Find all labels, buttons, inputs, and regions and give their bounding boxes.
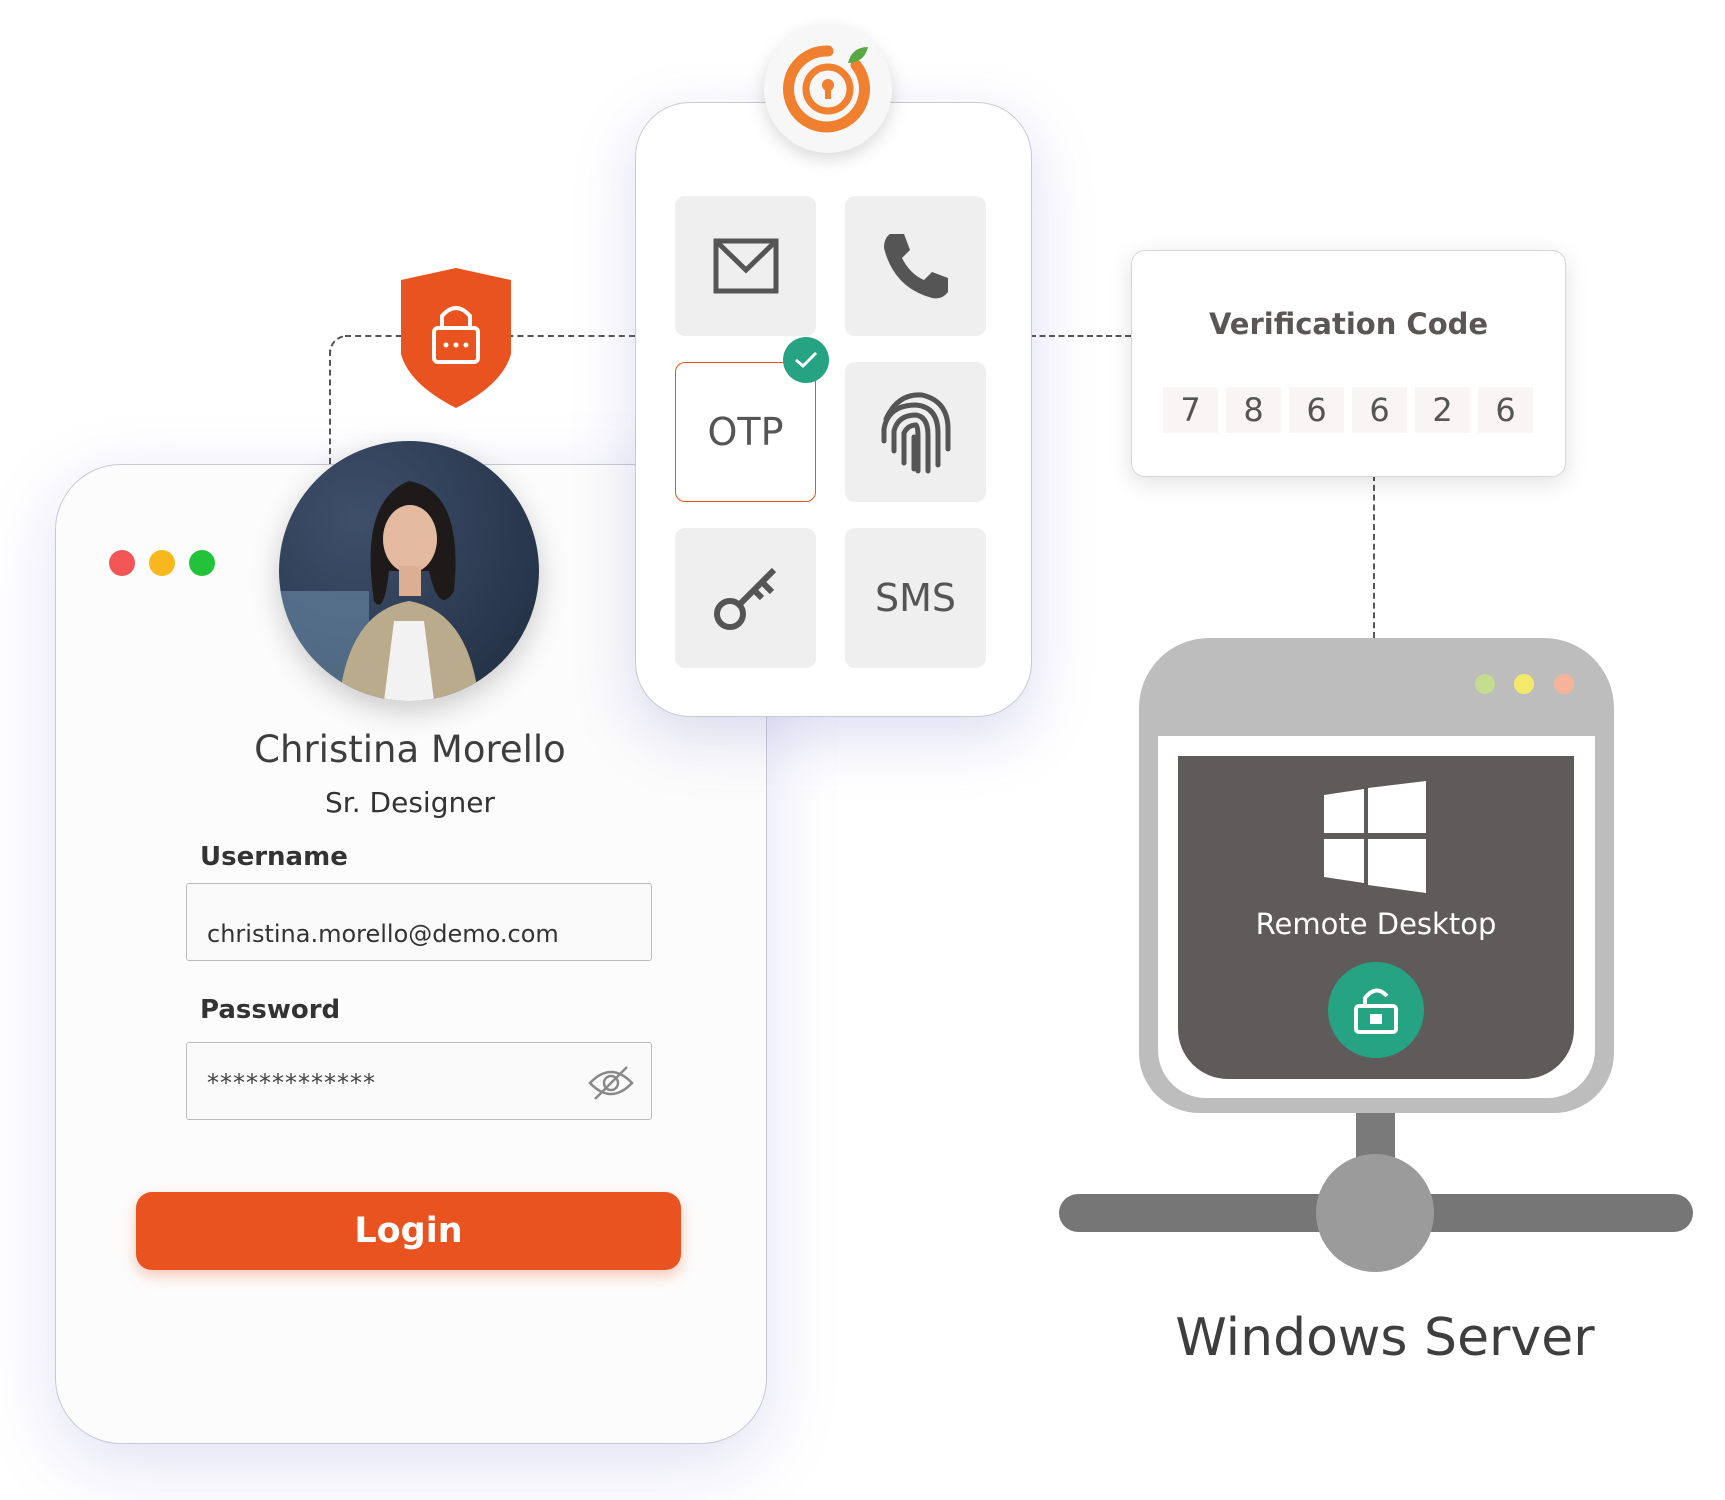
- connector-line: [1030, 335, 1131, 337]
- login-button-label: Login: [354, 1211, 463, 1251]
- window-dot: [1514, 674, 1534, 694]
- windows-logo-icon: [1324, 781, 1426, 897]
- unlock-icon: [1354, 988, 1398, 1034]
- code-digit: 2: [1415, 387, 1470, 433]
- username-input[interactable]: christina.morello@demo.com: [186, 883, 652, 961]
- connector-line: [329, 350, 331, 464]
- window-maximize-dot: [189, 550, 215, 576]
- connector-corner: [329, 335, 351, 357]
- username-label: Username: [200, 842, 348, 872]
- key-icon: [713, 567, 776, 630]
- eye-slash-icon[interactable]: [587, 1065, 635, 1105]
- phone-icon: [883, 234, 948, 299]
- shield-lock-icon: [399, 266, 513, 414]
- password-input[interactable]: *************: [186, 1042, 652, 1120]
- username-value: christina.morello@demo.com: [207, 920, 559, 948]
- mfa-sms-tile[interactable]: SMS: [845, 528, 986, 668]
- remote-desktop-label: Remote Desktop: [1255, 907, 1497, 941]
- mfa-phone-tile[interactable]: [845, 196, 986, 336]
- window-dot: [1475, 674, 1495, 694]
- sms-label: SMS: [874, 576, 957, 620]
- code-digit: 6: [1289, 387, 1344, 433]
- fingerprint-icon: [881, 392, 950, 474]
- window-close-dot: [109, 550, 135, 576]
- unlock-button[interactable]: [1328, 962, 1424, 1058]
- email-icon: [713, 238, 778, 294]
- mfa-fingerprint-tile[interactable]: [845, 362, 986, 502]
- network-hub: [1316, 1154, 1434, 1272]
- user-role: Sr. Designer: [325, 786, 495, 819]
- window-minimize-dot: [149, 550, 175, 576]
- avatar: [279, 441, 539, 701]
- user-name: Christina Morello: [254, 728, 566, 771]
- window-dot: [1554, 674, 1574, 694]
- verification-title: Verification Code: [1208, 307, 1489, 341]
- verification-code-card: Verification Code 7 8 6 6 2 6: [1131, 250, 1566, 477]
- brand-logo: [764, 25, 892, 153]
- code-digit: 8: [1226, 387, 1281, 433]
- server-title: Windows Server: [1175, 1308, 1595, 1368]
- mfa-otp-tile[interactable]: OTP: [675, 362, 816, 502]
- code-digit: 6: [1352, 387, 1407, 433]
- mfa-email-tile[interactable]: [675, 196, 816, 336]
- code-digit: 7: [1163, 387, 1218, 433]
- otp-label: OTP: [707, 410, 784, 454]
- mfa-key-tile[interactable]: [675, 528, 816, 668]
- password-value: *************: [207, 1069, 376, 1097]
- password-label: Password: [200, 995, 341, 1025]
- login-button[interactable]: Login: [136, 1192, 681, 1270]
- code-digit: 6: [1478, 387, 1533, 433]
- connector-line: [1373, 475, 1375, 638]
- selected-check-icon: [783, 337, 829, 383]
